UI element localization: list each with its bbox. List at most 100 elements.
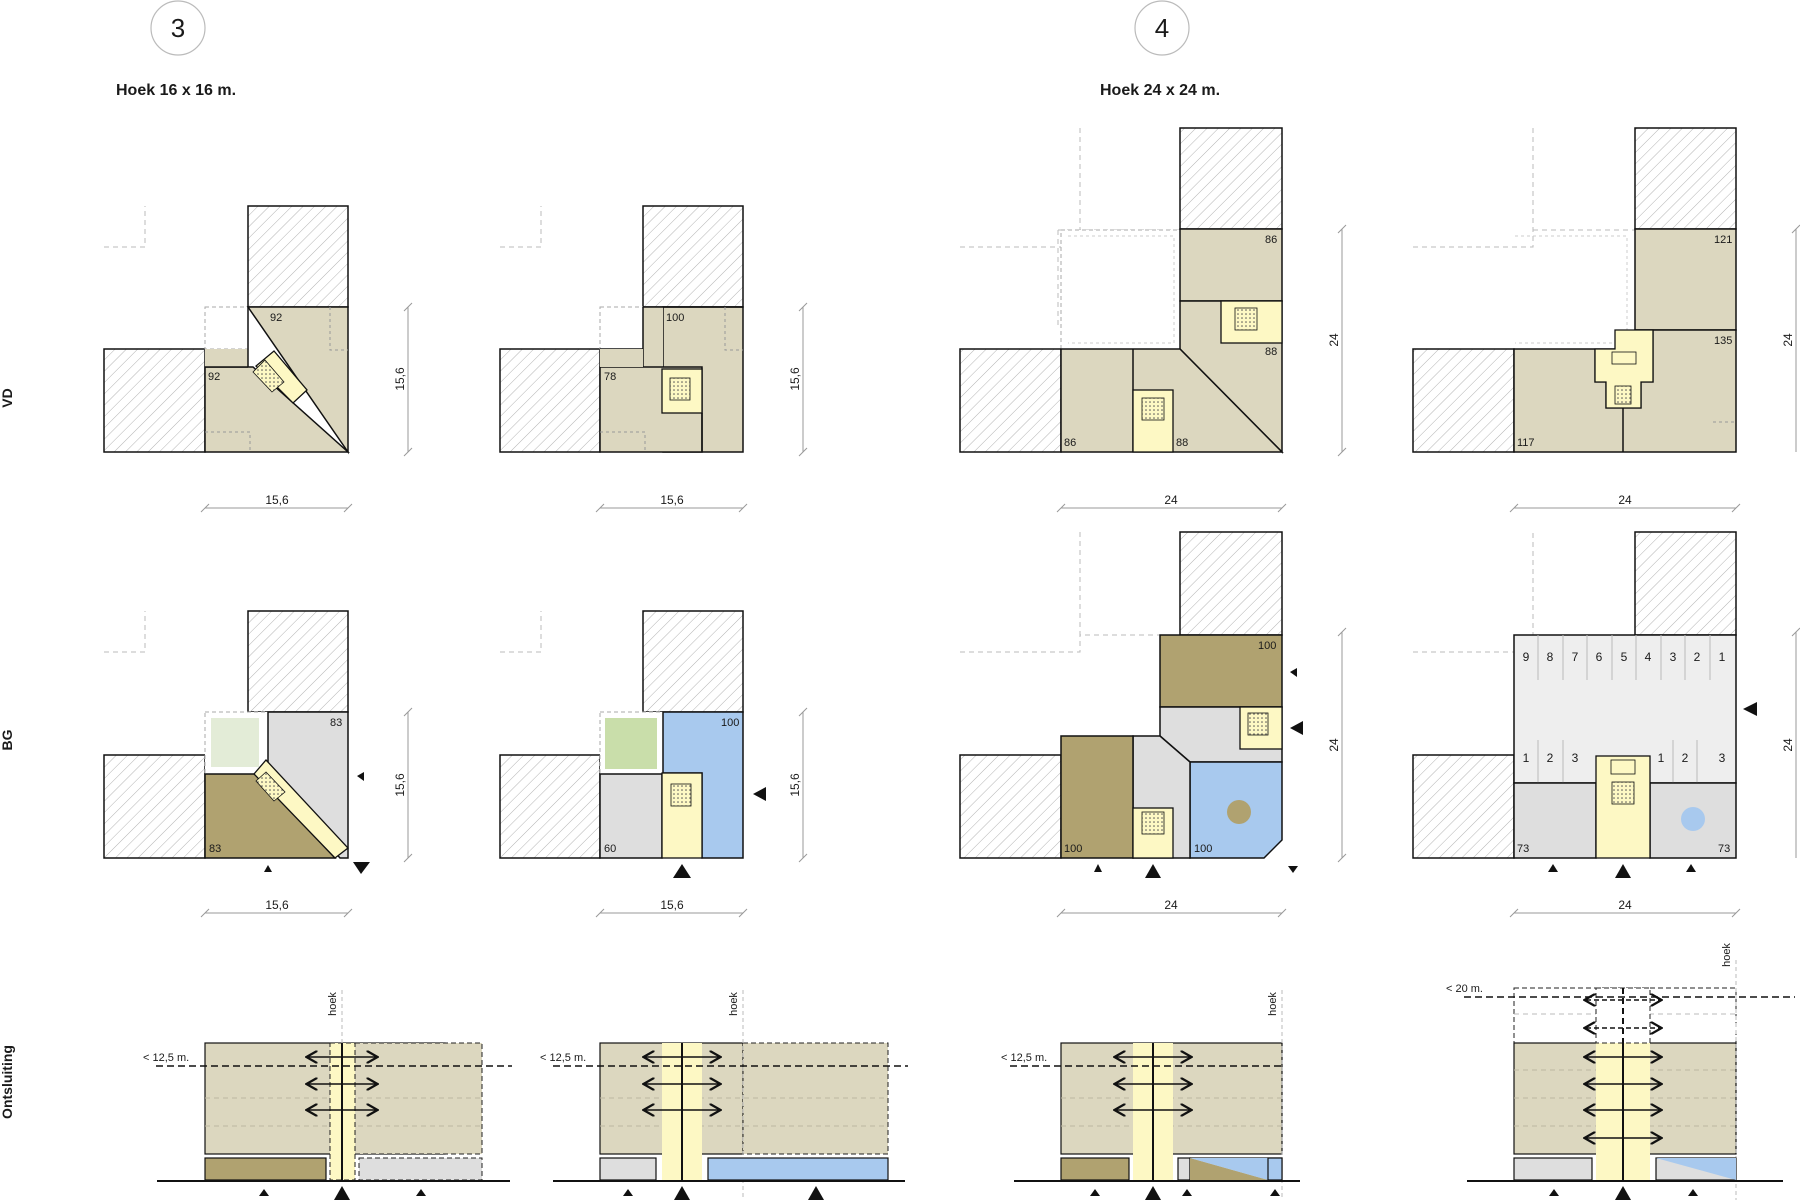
dimension-label: 15,6 <box>393 367 407 391</box>
dimension-label: 15,6 <box>788 367 802 391</box>
plan-vd-2: 100 78 <box>499 205 744 453</box>
neighbour-building <box>103 754 206 859</box>
dimension-label: 24 <box>1618 898 1632 912</box>
height-limit-label: < 12,5 m. <box>1001 1052 1047 1064</box>
hoek-label: hoek <box>327 992 339 1016</box>
parking-number: 5 <box>1621 650 1628 664</box>
dimension-label: 15,6 <box>788 773 802 797</box>
parking-number: 8 <box>1547 650 1554 664</box>
parking-number: 7 <box>1572 650 1579 664</box>
neighbour-building <box>1179 127 1283 230</box>
unit-size: 88 <box>1176 437 1188 449</box>
tree-icon <box>1227 800 1251 824</box>
commercial-space <box>1060 735 1134 859</box>
stair-icon <box>1234 307 1258 331</box>
dimension-label: 24 <box>1164 898 1178 912</box>
neighbour-building <box>642 205 744 308</box>
unit-size: 100 <box>1064 843 1082 855</box>
section-number-circle <box>1134 0 1190 56</box>
height-limit-label: < 20 m. <box>1446 983 1483 995</box>
unit-size: 83 <box>330 717 342 729</box>
stair-core <box>1594 329 1654 409</box>
neighbour-building <box>642 610 744 713</box>
unit-size: 92 <box>270 312 282 324</box>
neighbour-building <box>499 754 601 859</box>
stair-icon <box>669 377 691 401</box>
parking-number: 2 <box>1694 650 1701 664</box>
parking-number: 1 <box>1523 751 1530 765</box>
plan-vd-1: 92 92 <box>103 205 350 455</box>
dimension-label: 15,6 <box>265 898 289 912</box>
dimension-label: 24 <box>1164 493 1178 507</box>
plan-vd-4: 121 135 117 <box>1412 127 1737 453</box>
row-label-bg: BG <box>0 729 15 750</box>
entrance-arrow <box>1686 864 1696 872</box>
plan-bg-4: 9 8 7 6 5 4 3 2 1 1 2 3 1 2 3 73 73 <box>1412 531 1757 878</box>
unit-size: 100 <box>1194 843 1212 855</box>
unit-size: 86 <box>1064 437 1076 449</box>
entrance-arrow <box>673 864 691 878</box>
unit-size: 135 <box>1714 335 1732 347</box>
apartment <box>1179 228 1283 302</box>
height-limit-label: < 12,5 m. <box>143 1052 189 1064</box>
section-number: 4 <box>1155 13 1169 43</box>
neighbour-building <box>247 205 349 308</box>
section-number: 3 <box>171 13 185 43</box>
dimension-label: 24 <box>1327 738 1341 752</box>
hoek-label: hoek <box>1267 992 1279 1016</box>
garden <box>605 718 657 769</box>
hoek-label: hoek <box>728 992 740 1016</box>
dimension-label: 24 <box>1781 333 1795 347</box>
parking-number: 4 <box>1645 650 1652 664</box>
section-number-circle <box>150 0 206 56</box>
section-header-4: 4 Hoek 24 x 24 m. <box>1100 0 1220 99</box>
stair-icon <box>252 359 285 393</box>
dimension-label: 15,6 <box>265 493 289 507</box>
entrance-arrow <box>1145 864 1161 878</box>
neighbour-building <box>247 610 349 713</box>
unit-size: 100 <box>666 312 684 324</box>
dimension-lines <box>200 224 1800 918</box>
unit-size: 78 <box>604 371 616 383</box>
stair-icon <box>1141 397 1165 421</box>
dimension-label: 24 <box>1781 738 1795 752</box>
neighbour-building <box>1412 754 1515 859</box>
parking-number: 1 <box>1719 650 1726 664</box>
entrance-arrow <box>1615 864 1631 878</box>
neighbour-building <box>1634 531 1737 636</box>
commercial-space <box>599 773 663 859</box>
unit-size: 100 <box>1258 640 1276 652</box>
neighbour-building <box>1412 348 1515 453</box>
unit-size: 100 <box>721 717 739 729</box>
entrance-arrow <box>1094 864 1102 872</box>
dimension-label: 15,6 <box>660 493 684 507</box>
unit-size: 92 <box>208 371 220 383</box>
neighbour-building <box>959 348 1062 453</box>
section-title: Hoek 24 x 24 m. <box>1100 82 1220 99</box>
entrance-arrow <box>1743 702 1757 716</box>
dimension-label: 15,6 <box>660 898 684 912</box>
neighbour-building <box>103 348 206 453</box>
row-label-vd: VD <box>0 388 15 407</box>
hoek-label: hoek <box>1721 943 1733 967</box>
parking-number: 3 <box>1572 751 1579 765</box>
stair-icon <box>1614 385 1632 405</box>
tree-icon <box>1681 807 1705 831</box>
unit-size: 73 <box>1517 843 1529 855</box>
entrance-arrow <box>1290 721 1303 735</box>
open-corner <box>204 306 249 350</box>
dimension-label: 24 <box>1618 493 1632 507</box>
neighbour-building <box>959 754 1062 859</box>
section-3: hoek < 12,5 m. <box>1001 990 1300 1200</box>
height-limit-label: < 12,5 m. <box>540 1052 586 1064</box>
section-title: Hoek 16 x 16 m. <box>116 82 236 99</box>
unit-size: 73 <box>1718 843 1730 855</box>
row-label-ontsluiting: Ontsluiting <box>0 1045 15 1119</box>
entrance-arrow <box>1548 864 1558 872</box>
entrance-arrow <box>1290 668 1297 677</box>
unit-size: 86 <box>1265 234 1277 246</box>
apartment <box>1634 228 1737 331</box>
garden <box>211 718 259 767</box>
plan-bg-3: 100 100 100 <box>959 531 1303 878</box>
